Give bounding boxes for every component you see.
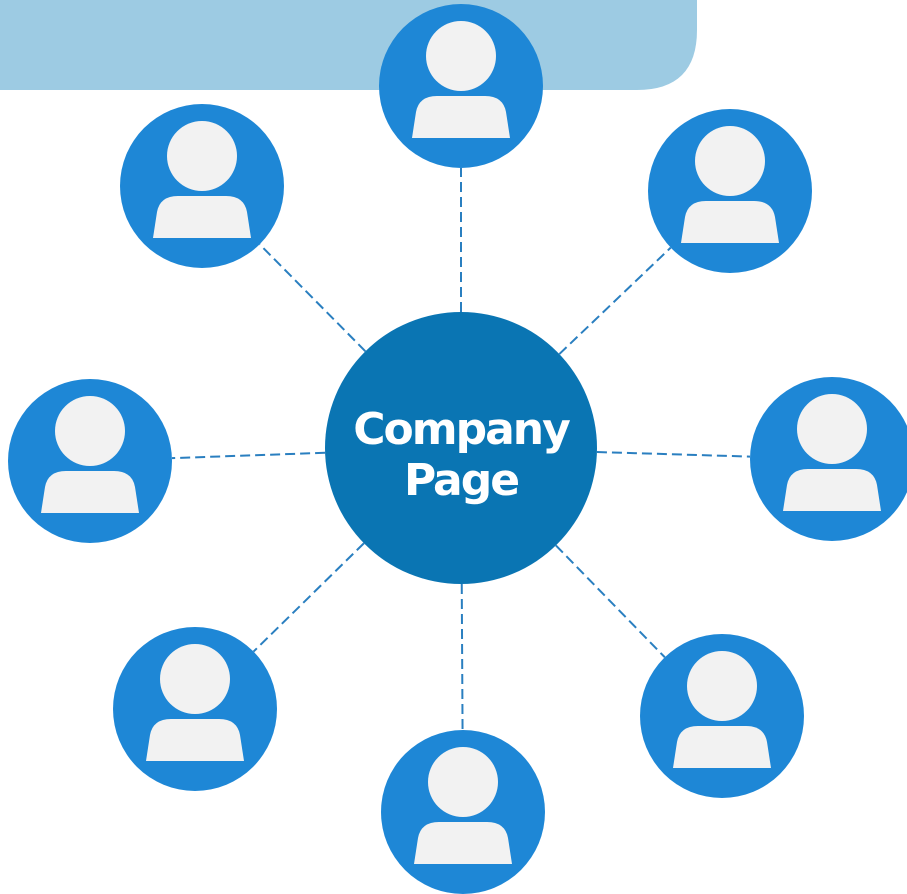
user-node-right <box>750 377 907 541</box>
connector-top-left <box>258 243 367 352</box>
user-nodes <box>8 4 907 894</box>
hub-circle <box>325 312 597 584</box>
user-node-left <box>8 379 172 543</box>
connector-bottom-left <box>252 542 365 653</box>
user-node-top <box>379 4 543 168</box>
hub-label-line2: Page <box>404 455 518 506</box>
person-icon <box>412 21 510 138</box>
person-icon <box>146 644 244 761</box>
connector-left <box>171 451 326 460</box>
connector-bottom-right <box>555 544 666 658</box>
hub-label-line1: Company <box>353 404 570 455</box>
person-icon <box>783 394 881 511</box>
user-node-top-left <box>120 104 284 268</box>
person-icon <box>41 396 139 513</box>
person-icon <box>414 747 512 864</box>
user-node-bottom <box>381 730 545 894</box>
header-banner <box>0 0 697 90</box>
user-node-top-right <box>648 109 812 273</box>
connector-lines <box>171 168 751 731</box>
person-icon <box>673 651 771 768</box>
connector-top-right <box>558 246 672 355</box>
company-page-hub: Company Page <box>325 312 597 584</box>
person-icon <box>153 121 251 238</box>
connector-right <box>596 451 751 458</box>
connector-bottom <box>460 583 464 731</box>
user-node-bottom-left <box>113 627 277 791</box>
user-node-bottom-right <box>640 634 804 798</box>
person-icon <box>681 126 779 243</box>
